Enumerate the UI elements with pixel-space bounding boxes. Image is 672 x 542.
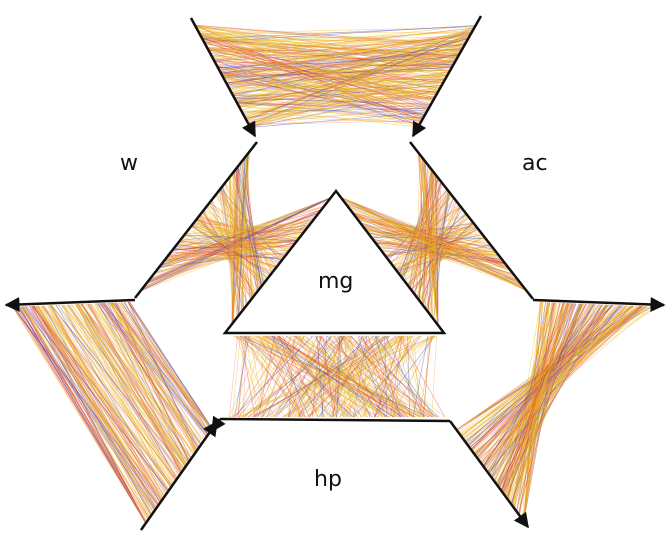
bundle-bottom xyxy=(229,336,445,417)
label-hp: hp xyxy=(314,467,342,492)
connection-line xyxy=(492,304,582,478)
label-w: w xyxy=(120,151,138,176)
connection-line xyxy=(489,305,621,473)
bundle-lower-right xyxy=(456,302,656,520)
connection-line xyxy=(235,336,249,417)
axis-bottom-left-cap xyxy=(212,419,220,431)
label-mg: mg xyxy=(318,269,353,294)
label-ac: ac xyxy=(522,151,548,176)
connection-line xyxy=(514,303,565,506)
axis-bottom-horizontal xyxy=(220,419,450,421)
bundle-lower-left xyxy=(12,302,213,522)
connection-line xyxy=(432,336,437,417)
bundle-top xyxy=(195,25,476,128)
